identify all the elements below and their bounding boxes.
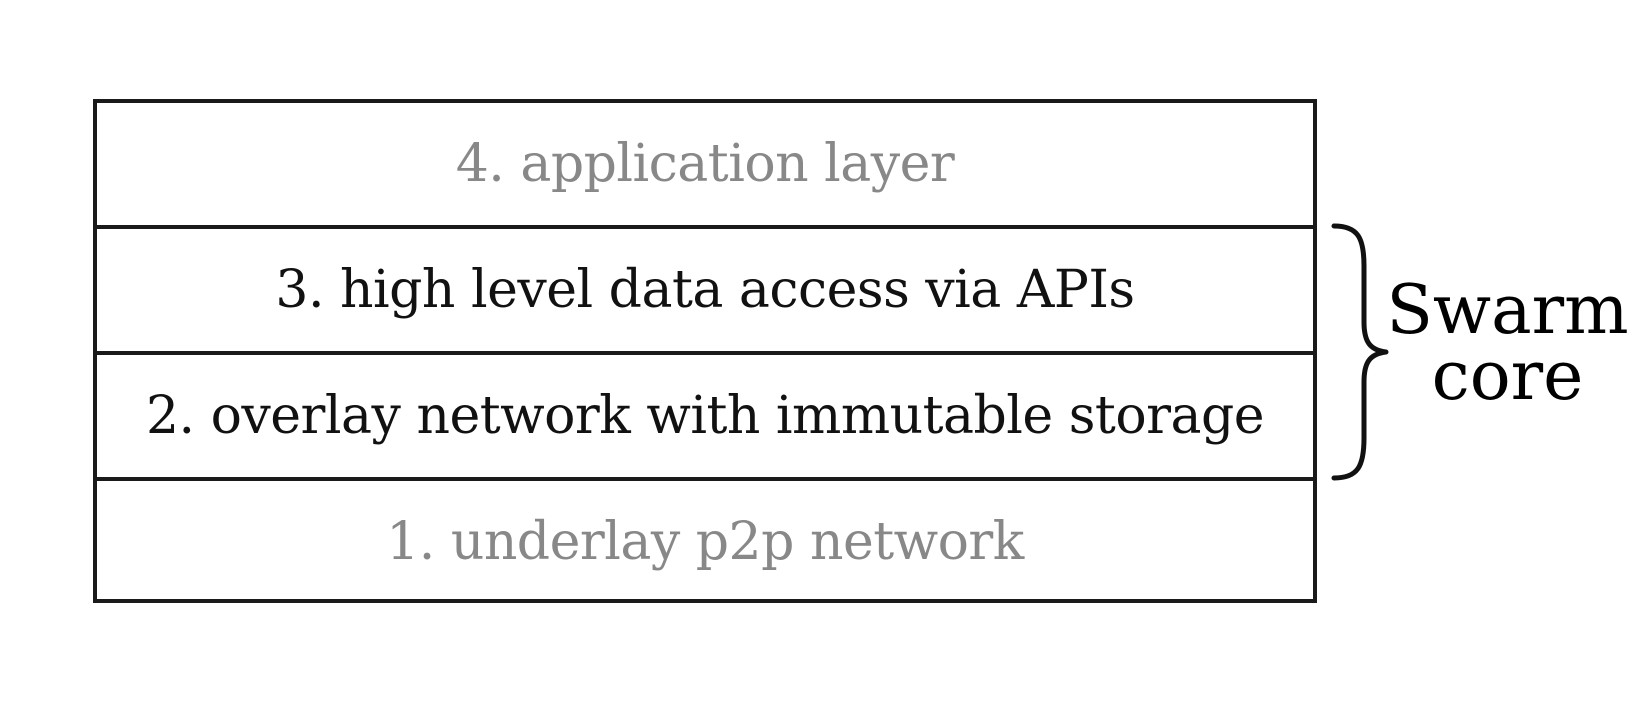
layer-stack: 4. application layer 3. high level data … — [93, 99, 1317, 603]
layer-overlay-network: 2. overlay network with immutable storag… — [97, 355, 1313, 481]
layer-label-2: 2. overlay network with immutable storag… — [145, 386, 1265, 446]
swarm-core-label: Swarm core — [1385, 271, 1630, 416]
right-curly-brace-icon — [1331, 223, 1389, 481]
layer-label-3: 3. high level data access via APIs — [275, 260, 1135, 320]
layer-underlay-network: 1. underlay p2p network — [97, 481, 1313, 603]
layer-high-level-data-access: 3. high level data access via APIs — [97, 229, 1313, 355]
brace-label-line2: core — [1431, 337, 1584, 416]
brace-label-line1: Swarm — [1386, 271, 1629, 350]
layer-label-1: 1. underlay p2p network — [386, 512, 1024, 572]
layer-application: 4. application layer — [97, 103, 1313, 229]
layer-label-4: 4. application layer — [455, 134, 955, 194]
